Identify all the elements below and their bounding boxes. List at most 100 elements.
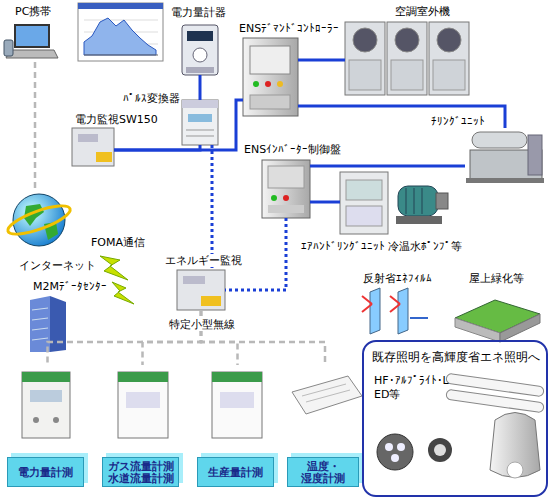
energy-monitor-icon <box>201 296 221 306</box>
device-label: M2Mﾃﾞｰﾀｾﾝﾀｰ <box>32 280 108 293</box>
chilling-unit-icon <box>466 132 544 183</box>
demand-controller-icon <box>265 81 271 87</box>
chilling-unit-icon <box>528 135 542 175</box>
inverter-panel-icon <box>268 166 304 188</box>
power-monitor-icon <box>72 128 114 166</box>
pump-icon <box>398 186 438 216</box>
chilling-unit-icon <box>466 178 544 183</box>
temperature-sensor-icon <box>302 384 346 396</box>
power-sensor-icon <box>30 390 62 402</box>
converter-node: ﾊﾟﾙｽ変換器 <box>180 100 220 145</box>
air-handling-unit-icon <box>346 206 382 226</box>
lighting-illustration <box>397 443 405 451</box>
lighting-panel: 既存照明を高輝度省エネ照明へHF・ｱﾙﾌﾟﾗｲﾄ・LED等 <box>362 340 548 497</box>
internet-globe <box>5 200 73 239</box>
power-monitor-icon <box>96 152 112 162</box>
meter-node: 電力量計器 <box>180 25 220 75</box>
device-label: 電力監視SW150 <box>74 113 159 126</box>
reflective-film-illustration <box>390 296 400 304</box>
pulse-converter-icon <box>182 100 218 145</box>
sensor-node: 電力量計測 <box>5 365 90 492</box>
inverter-panel-icon <box>262 160 310 218</box>
air-handling-unit-icon <box>340 172 388 234</box>
outdoor-unit-icon <box>345 22 385 95</box>
data-center-building <box>32 308 48 310</box>
rooftop-greening-illustration <box>455 300 540 342</box>
meter-icon <box>182 25 218 75</box>
power-sensor-icon <box>33 417 39 423</box>
inverter-panel-icon <box>268 205 304 213</box>
energy-monitor-icon <box>177 270 225 310</box>
laptop-node: PC携帯 <box>5 22 57 62</box>
outdoor-unit-node: 空調室外機 <box>345 22 470 95</box>
panel-body: HF・ｱﾙﾌﾟﾗｲﾄ・LED等 <box>374 374 450 402</box>
lighting-illustration <box>377 373 544 478</box>
pump-icon <box>422 188 423 214</box>
monitor-node: 電力監視SW150 <box>72 128 114 166</box>
note-label: 特定小型無線 <box>168 318 236 331</box>
temperature-sensor-icon <box>306 390 350 402</box>
measure-box: 生産量計測 <box>197 457 274 487</box>
pulse-converter-icon <box>186 130 214 131</box>
laptop-icon <box>6 50 58 58</box>
meter-icon <box>187 31 213 41</box>
inverter-panel-icon <box>283 195 289 201</box>
inverter-node: ENSｲﾝﾊﾞｰﾀｰ制御盤 <box>262 160 310 218</box>
measure-label: ガス流量計測 水道流量計測 <box>103 460 178 484</box>
outdoor-unit-icon <box>395 28 419 52</box>
demand-controller-icon <box>253 81 259 87</box>
laptop-icon <box>4 24 58 58</box>
temperature-sensor-icon <box>292 376 362 414</box>
flow-sensor-icon <box>118 372 168 438</box>
production-sensor-icon <box>212 372 262 438</box>
measure-box: ガス流量計測 水道流量計測 <box>102 457 179 487</box>
pump-icon <box>436 193 448 209</box>
pulse-converter-icon <box>182 100 218 145</box>
measure-label: 電力量計測 <box>18 466 73 478</box>
measure-label: 生産量計測 <box>208 466 263 478</box>
production-sensor-icon <box>212 372 262 438</box>
reflective-film-illustration <box>362 288 428 334</box>
power-line <box>310 201 340 204</box>
power-sensor-icon <box>22 372 70 438</box>
lighting-illustration <box>391 454 399 462</box>
flow-sensor-icon <box>118 372 168 438</box>
outdoor-unit-icon <box>437 28 461 52</box>
pulse-converter-icon <box>186 136 214 137</box>
controller-node: ENSﾃﾞﾏﾝﾄﾞｺﾝﾄﾛｰﾗｰ <box>243 38 298 116</box>
air-handling-unit-icon <box>340 172 388 234</box>
note-label: FOMA通信 <box>90 236 146 249</box>
wireless-link <box>34 62 37 190</box>
sensor-node: 温度・湿度計測 <box>285 365 365 492</box>
lighting-illustration <box>507 462 523 478</box>
chilling-unit-icon <box>472 132 527 148</box>
pump-icon <box>396 216 442 224</box>
power-line <box>199 75 202 100</box>
data-center-building <box>30 296 50 352</box>
lighting-illustration <box>377 434 413 470</box>
reflective-film-illustration <box>390 304 400 312</box>
power-monitor-icon <box>72 128 114 166</box>
energy-monitor-icon <box>183 276 205 284</box>
measure-box: 温度・湿度計測 <box>287 457 359 487</box>
sensor-node: 生産量計測 <box>195 365 280 492</box>
data-center-building <box>32 338 48 340</box>
power-line <box>310 165 465 168</box>
meter-icon <box>186 67 214 73</box>
measure-box: 電力量計測 <box>7 457 84 487</box>
outdoor-unit-icon <box>391 60 423 90</box>
inverter-panel-icon <box>271 195 277 201</box>
laptop-icon <box>4 40 13 56</box>
rooftop-greening-illustration <box>455 318 500 342</box>
signal-line <box>211 145 214 270</box>
note-label: 屋上緑化等 <box>468 272 525 285</box>
meter-icon <box>193 48 207 62</box>
power-monitor-icon <box>78 134 98 142</box>
laptop-icon <box>16 26 48 46</box>
chiller-node: ﾁﾘﾝｸﾞﾕﾆｯﾄ <box>465 128 545 183</box>
ahu-pump-node: ｴｱﾊﾝﾄﾞﾘﾝｸﾞﾕﾆｯﾄ 冷温水ﾎﾟﾝﾌﾟ等 <box>340 172 452 234</box>
laptop-icon <box>14 24 50 48</box>
screenshot-image <box>78 3 163 9</box>
